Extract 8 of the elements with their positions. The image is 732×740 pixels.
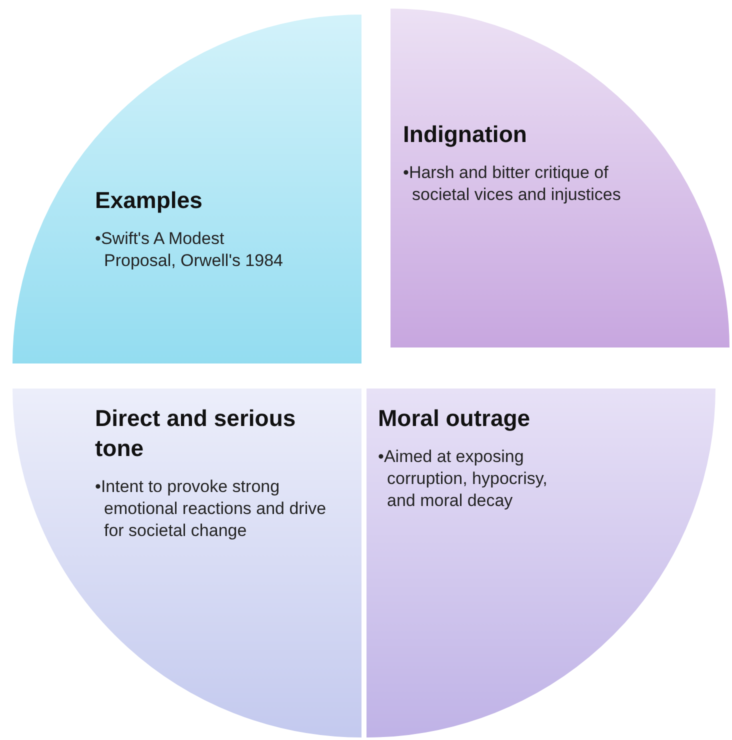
segment-heading: Indignation [403, 120, 528, 149]
segment-heading: Examples [95, 186, 204, 215]
bullet-text: •Swift's A Modest Proposal, Orwell's 1984 [95, 228, 284, 272]
bullet-text: •Harsh and bitter critique of societal vices and injustices [403, 162, 622, 206]
bullet-text: •Aimed at exposing corruption, hypocrisy, and moral decay [378, 446, 548, 512]
segment-heading: Direct and serious tone [95, 404, 297, 463]
bullet-text: •Intent to provoke strong emotional reactions and drive for societal change [95, 476, 328, 542]
segment-heading: Moral outrage [378, 404, 532, 433]
